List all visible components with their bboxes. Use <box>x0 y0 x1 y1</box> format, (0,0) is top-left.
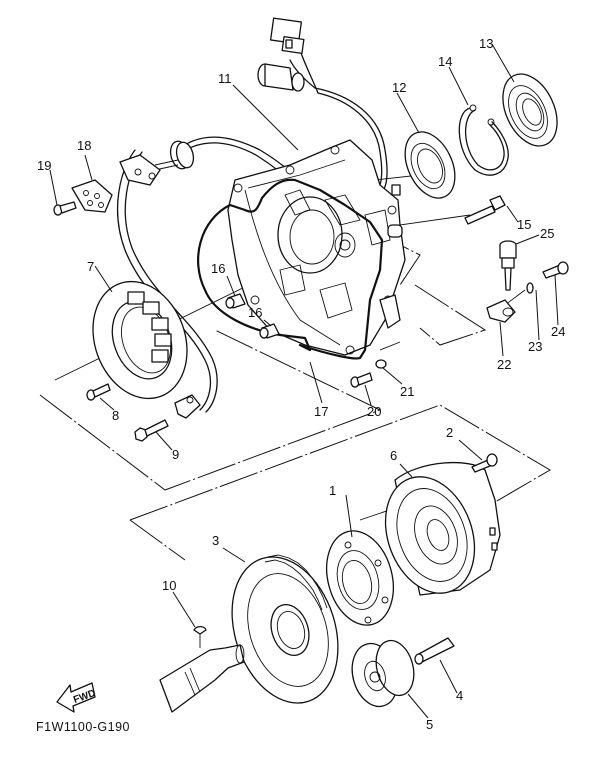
callout-3[interactable]: 3 <box>212 533 219 548</box>
callout-15[interactable]: 15 <box>517 217 531 232</box>
washer-21 <box>375 359 387 369</box>
wire-bracket-icon <box>119 154 161 186</box>
washer-23 <box>526 282 534 294</box>
forward-arrow-icon: FWD <box>56 682 97 713</box>
callout-20[interactable]: 20 <box>367 404 381 419</box>
assembly-outline-lower <box>129 404 551 561</box>
bolt-15 <box>464 195 506 225</box>
dowel-pin-lower <box>259 323 280 339</box>
crankshaft-end <box>159 644 245 713</box>
callout-22[interactable]: 22 <box>497 357 511 372</box>
one-way-clutch <box>326 530 394 626</box>
oil-seal-12 <box>404 131 456 199</box>
oil-seal-13 <box>502 73 558 147</box>
callout-9[interactable]: 9 <box>172 447 179 462</box>
callout-13[interactable]: 13 <box>479 36 493 51</box>
rotor-flywheel <box>384 462 501 596</box>
stator <box>92 280 188 400</box>
woodruff-key <box>193 625 207 635</box>
plug-25 <box>499 240 517 291</box>
callout-21[interactable]: 21 <box>400 384 414 399</box>
screw-19 <box>53 201 77 216</box>
grommet-icon <box>154 140 195 171</box>
callout-11[interactable]: 11 <box>218 71 232 86</box>
callout-2[interactable]: 2 <box>446 425 453 440</box>
crankcase-cover <box>227 139 406 356</box>
idler-shaft <box>414 637 455 665</box>
drawing-code: F1W1100-G190 <box>36 720 130 734</box>
idler-gear <box>351 639 415 708</box>
gasket <box>197 178 384 360</box>
callout-18[interactable]: 18 <box>77 138 91 153</box>
callout-25[interactable]: 25 <box>540 226 554 241</box>
sensor-plug-icon <box>257 63 305 92</box>
callout-12[interactable]: 12 <box>392 80 406 95</box>
callout-5[interactable]: 5 <box>426 717 433 732</box>
callout-6[interactable]: 6 <box>390 448 397 463</box>
bolt-20 <box>350 372 373 388</box>
bolt-9 <box>134 419 169 442</box>
holder-22 <box>486 299 516 323</box>
callout-19[interactable]: 19 <box>37 158 51 173</box>
callouts: 1 2 3 4 5 6 7 8 9 10 11 12 13 14 15 16 1… <box>37 36 565 732</box>
connector-block-icon <box>269 17 305 54</box>
callout-17[interactable]: 17 <box>314 404 328 419</box>
callout-24[interactable]: 24 <box>551 324 565 339</box>
callout-1[interactable]: 1 <box>329 483 336 498</box>
callout-23[interactable]: 23 <box>528 339 542 354</box>
callout-16-upper[interactable]: 16 <box>211 261 225 276</box>
callout-16-lower[interactable]: 16 <box>248 305 262 320</box>
callout-10[interactable]: 10 <box>162 578 176 593</box>
dowel-pin-upper <box>225 293 246 309</box>
callout-14[interactable]: 14 <box>438 54 452 69</box>
callout-7[interactable]: 7 <box>87 259 94 274</box>
callout-8[interactable]: 8 <box>112 408 119 423</box>
callout-4[interactable]: 4 <box>456 688 463 703</box>
pickup-coil <box>174 394 201 419</box>
bolt-2 <box>471 453 498 473</box>
leader-lines <box>49 43 559 719</box>
screw-8 <box>86 383 111 401</box>
cable-clamp <box>71 179 113 213</box>
bolt-24 <box>542 261 569 279</box>
circlip-14 <box>458 104 509 176</box>
